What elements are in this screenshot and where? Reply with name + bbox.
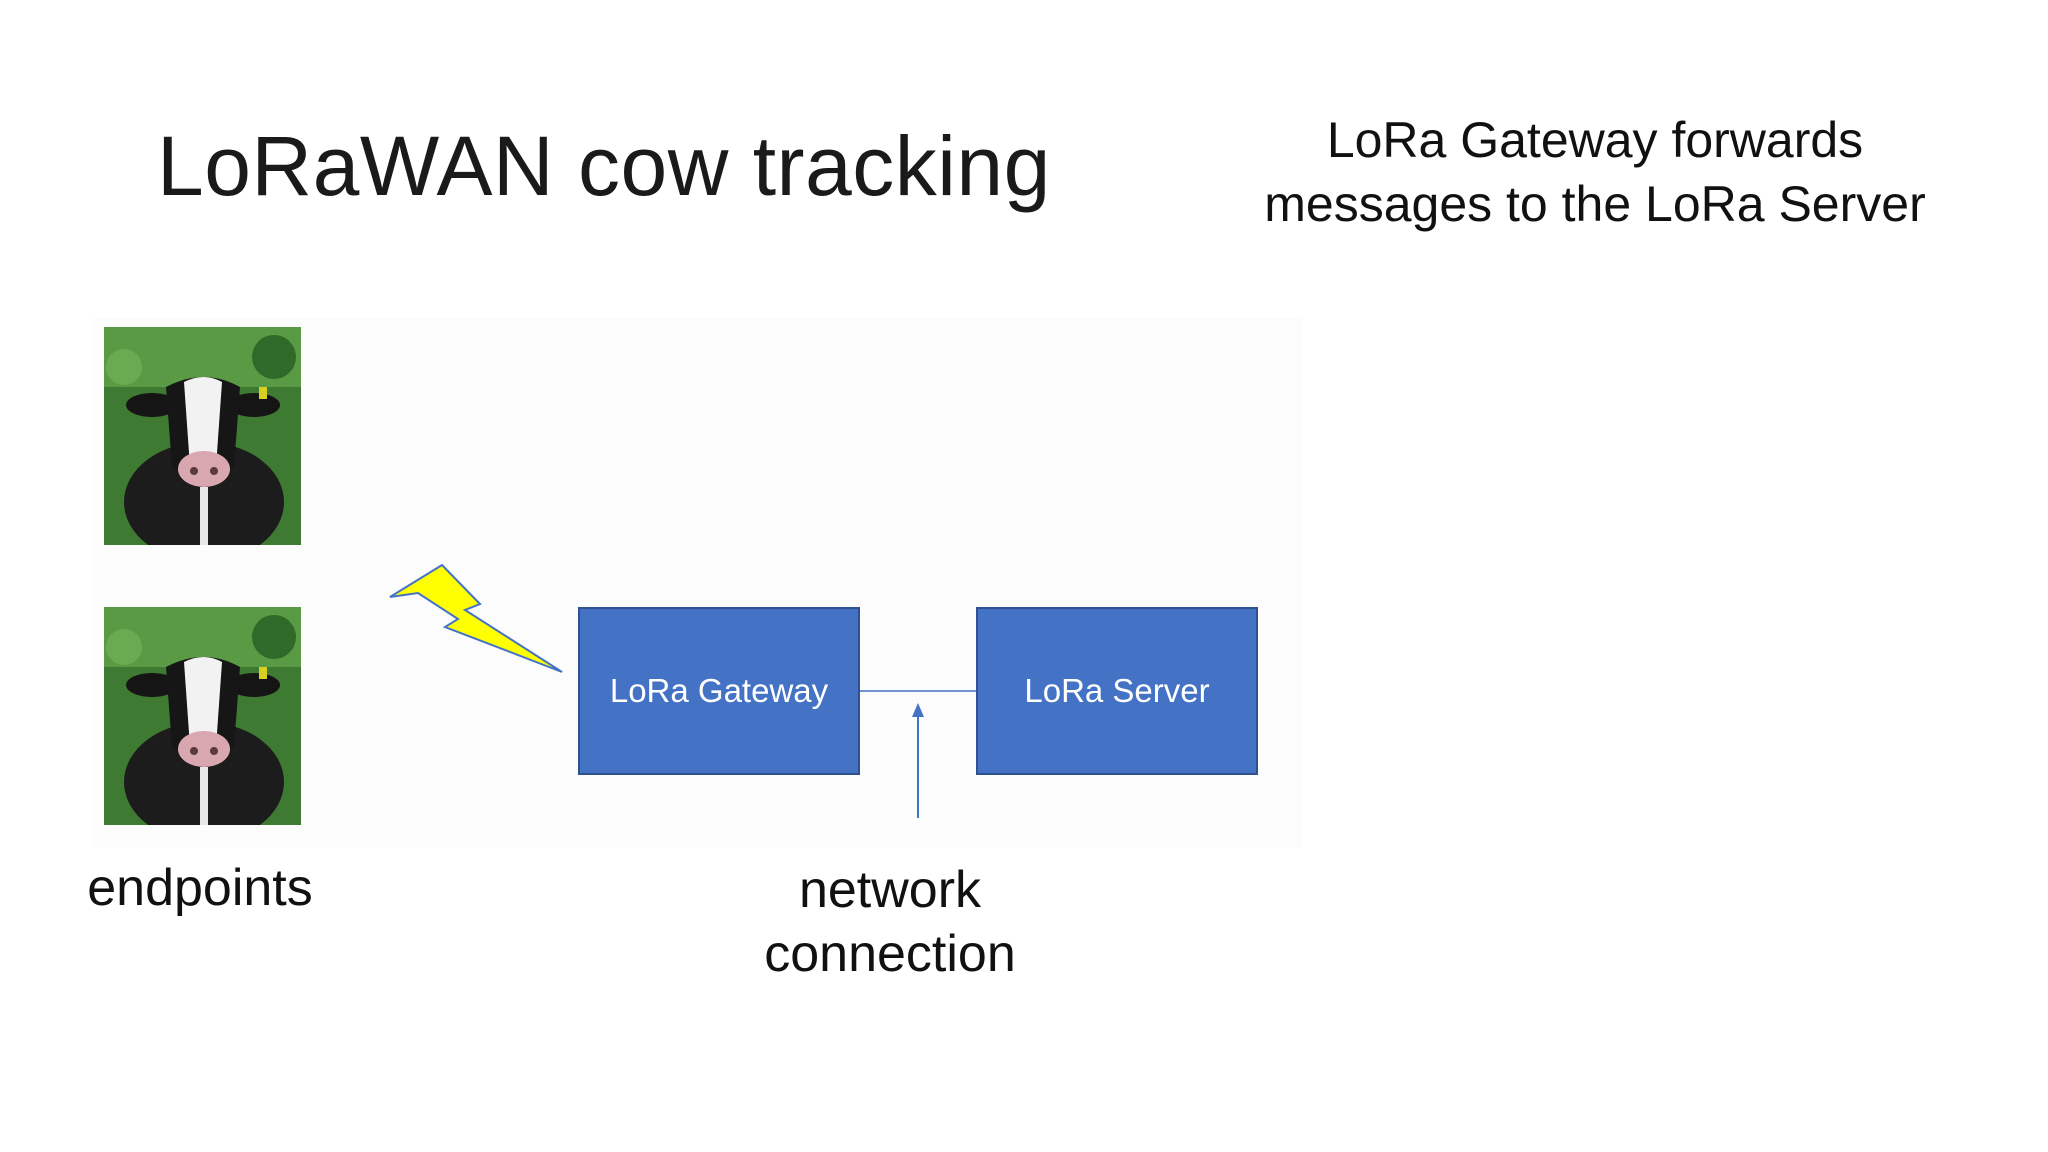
- subtitle-line-2: messages to the LoRa Server: [1264, 176, 1926, 232]
- lora-gateway-box: LoRa Gateway: [578, 607, 860, 775]
- cow-photo-icon: [104, 327, 301, 545]
- cow-endpoint-image-2: [104, 607, 301, 825]
- cow-endpoint-image-1: [104, 327, 301, 545]
- network-label-line-1: network: [798, 861, 982, 919]
- network-connection-label: network connection: [700, 858, 1080, 986]
- endpoints-label: endpoints: [87, 859, 313, 917]
- network-label-line-2: connection: [764, 925, 1016, 983]
- lora-server-box: LoRa Server: [976, 607, 1258, 775]
- subtitle-line-1: LoRa Gateway forwards: [1326, 112, 1864, 168]
- slide-subtitle: LoRa Gateway forwards messages to the Lo…: [1180, 108, 2010, 236]
- lora-server-label: LoRa Server: [1024, 672, 1210, 709]
- lora-gateway-label: LoRa Gateway: [609, 672, 829, 709]
- slide-title: LoRaWAN cow tracking: [157, 119, 1051, 213]
- cow-photo-icon: [104, 607, 301, 825]
